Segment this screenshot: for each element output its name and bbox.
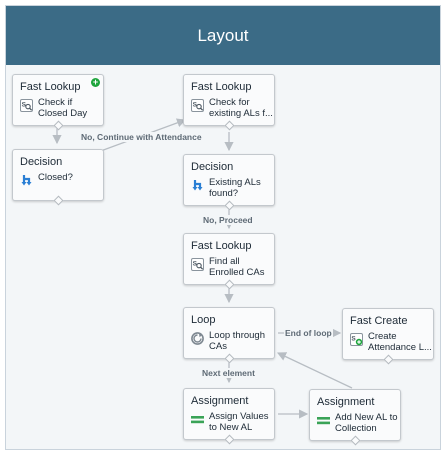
node-type-label: Loop [191,314,216,326]
decision-icon [21,175,32,186]
connector-label-no-continue: No, Continue with Attendance [80,132,203,142]
fast-create-icon: S [350,333,363,346]
node-label: Find all Enrolled CAs [209,256,265,278]
node-type-label: Assignment [191,395,249,407]
node-type-label: Fast Create [350,315,408,327]
node-decision-closed[interactable]: Decision Closed? [12,149,104,206]
flow-designer-frame: Layout No, Continue with Attendance No, … [5,5,441,450]
node-assignment-assign-values[interactable]: Assignment Assign Values to New AL [183,388,275,445]
header-title: Layout [197,25,249,45]
node-loop-cas[interactable]: Loop Loop through CAs [183,307,275,364]
loop-icon [191,332,204,345]
fast-lookup-icon: S [191,99,204,112]
canvas-header: Layout [6,6,440,65]
node-label: Create Attendance L... [368,331,432,353]
node-assignment-add-to-collection[interactable]: Assignment Add New AL to Collection [309,389,401,446]
assignment-icon [191,416,204,424]
node-type-label: Assignment [317,396,375,408]
node-label: Check for existing ALs f... [209,97,273,119]
node-fast-lookup-enrolled-cas[interactable]: Fast Lookup S Find all Enrolled CAs [183,233,275,290]
fast-lookup-icon: S [20,99,33,112]
connector-label-no-proceed: No, Proceed [202,215,254,225]
svg-text:S: S [193,261,198,268]
node-label: Assign Values to New AL [209,411,269,433]
assignment-icon [317,417,330,425]
connector-label-end-of-loop: End of loop [284,328,333,338]
svg-text:S: S [351,335,356,342]
node-fast-lookup-existing-als[interactable]: Fast Lookup S Check for existing ALs f..… [183,74,275,131]
fast-lookup-icon: S [191,258,204,271]
connector-label-next-element: Next element [201,368,256,378]
node-type-label: Fast Lookup [191,240,252,252]
node-fast-lookup-closed-day[interactable]: Fast Lookup + S Check if Closed Day [12,74,104,131]
node-type-label: Decision [191,161,234,173]
node-label: Closed? [38,172,73,183]
start-icon: + [91,77,100,87]
node-fast-create-attendance[interactable]: Fast Create S Create Attendance L... [342,308,434,365]
node-label: Check if Closed Day [38,97,88,119]
node-type-label: Fast Lookup [191,81,252,93]
node-type-label: Fast Lookup [20,81,81,93]
node-label: Existing ALs found? [209,177,261,199]
decision-icon [192,180,203,191]
node-decision-existing-als[interactable]: Decision Existing ALs found? [183,154,275,211]
node-label: Add New AL to Collection [335,412,398,434]
svg-text:S: S [22,102,27,109]
node-type-label: Decision [20,156,63,168]
svg-text:S: S [193,102,198,109]
flow-canvas[interactable]: No, Continue with Attendance No, Proceed… [6,65,440,449]
node-label: Loop through CAs [209,330,265,352]
connector-collection-to-loop [276,352,353,389]
